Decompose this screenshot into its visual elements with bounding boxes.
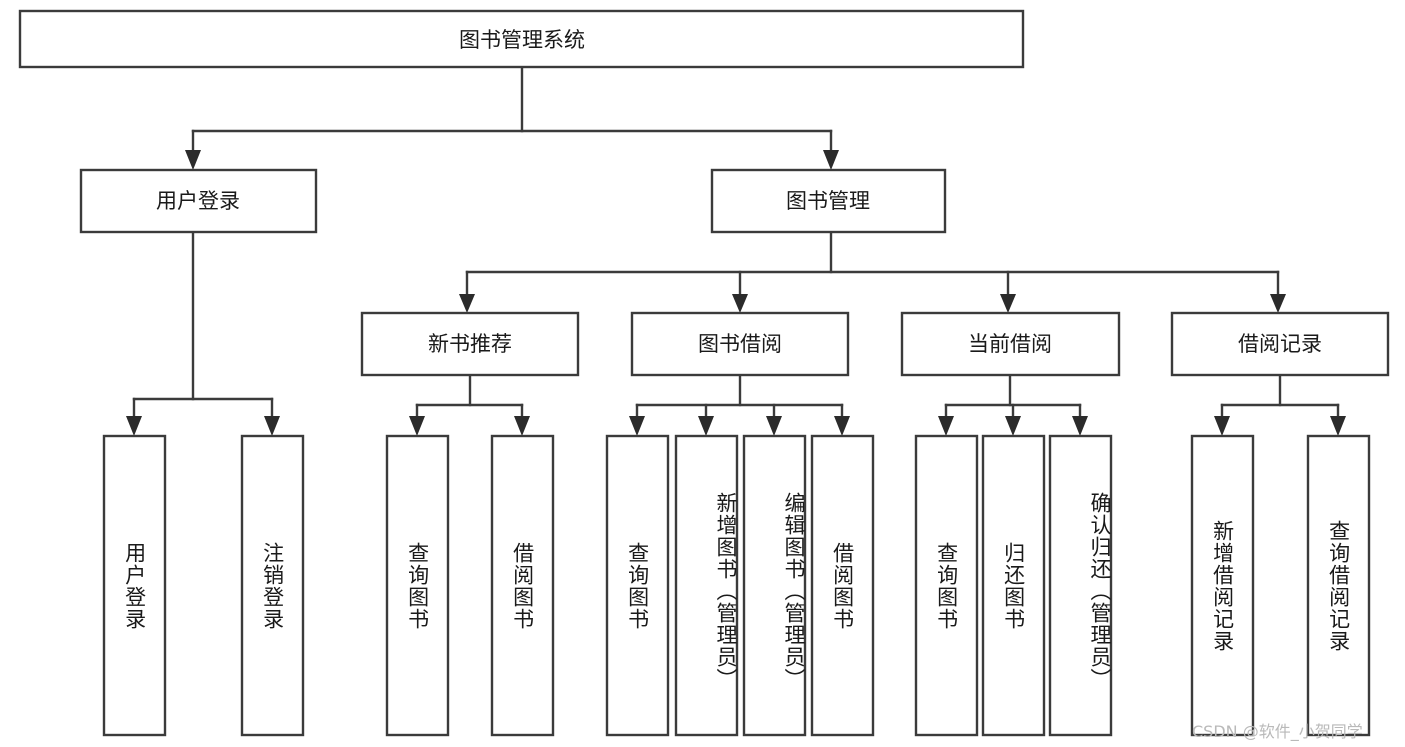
node-root-book-management-system[interactable] [18, 9, 1025, 69]
arrowhead-leaf-borrow-book-1 [514, 416, 530, 436]
arrowhead-leaf-query-book-3 [938, 416, 954, 436]
arrowhead-book-borrow [732, 294, 748, 313]
arrowhead-leaf-query-book-2 [629, 416, 645, 436]
leaf-box-logout[interactable] [240, 434, 305, 737]
arrowhead-book-manage [823, 150, 839, 170]
node-book-borrow-label: 图书借阅 [698, 332, 782, 356]
arrowhead-leaf-add-record [1214, 416, 1230, 436]
connector-group-new-book-leaves [409, 373, 530, 436]
node-new-book-recommend-label: 新书推荐 [428, 332, 512, 356]
arrowhead-leaf-borrow-book-2 [834, 416, 850, 436]
node-borrow-record-label: 借阅记录 [1238, 332, 1322, 356]
connector-group-root-to-level1 [185, 65, 839, 170]
connector-group-book-manage-to-level2 [459, 230, 1286, 313]
arrowhead-leaf-edit-book [766, 416, 782, 436]
node-new-book-recommend[interactable] [360, 311, 580, 377]
csdn-watermark: CSDN @软件_小贺同学 [1192, 722, 1363, 741]
arrowhead-current-borrow [1000, 294, 1016, 313]
leaf-box-return-book[interactable] [981, 434, 1046, 737]
node-current-borrow[interactable] [900, 311, 1121, 377]
arrowhead-leaf-add-book [698, 416, 714, 436]
node-book-borrow[interactable] [630, 311, 850, 377]
node-user-login[interactable] [79, 168, 318, 234]
node-book-management-label: 图书管理 [786, 189, 870, 213]
leaf-box-borrow-book-2[interactable] [810, 434, 875, 737]
connector-group-borrow-record-leaves [1214, 373, 1346, 436]
node-book-management[interactable] [710, 168, 947, 234]
leaf-box-query-book-2[interactable] [605, 434, 670, 737]
arrowhead-leaf-return-book [1005, 416, 1021, 436]
arrowhead-leaf-query-record [1330, 416, 1346, 436]
leaf-box-query-book-1[interactable] [385, 434, 450, 737]
arrowhead-leaf-confirm-return [1072, 416, 1088, 436]
leaf-box-user-login[interactable] [102, 434, 167, 737]
arrowhead-user-login [185, 150, 201, 170]
node-root-label: 图书管理系统 [459, 28, 585, 52]
node-user-login-label: 用户登录 [156, 189, 240, 213]
arrowhead-new-book [459, 294, 475, 313]
leaf-box-query-record[interactable] [1306, 434, 1371, 737]
connector-group-book-borrow-leaves [629, 373, 850, 436]
arrowhead-leaf-logout [264, 416, 280, 436]
leaf-box-borrow-book-1[interactable] [490, 434, 555, 737]
leaf-box-query-book-3[interactable] [914, 434, 979, 737]
arrowhead-leaf-query-book-1 [409, 416, 425, 436]
arrowhead-borrow-record [1270, 294, 1286, 313]
node-current-borrow-label: 当前借阅 [968, 332, 1052, 356]
leaf-box-edit-book[interactable] [742, 434, 807, 737]
leaf-box-confirm-return[interactable] [1048, 434, 1113, 737]
arrowhead-leaf-user-login [126, 416, 142, 436]
connector-group-user-login-leaves [126, 230, 280, 436]
leaf-box-add-book[interactable] [674, 434, 739, 737]
connector-group-current-borrow-leaves [938, 373, 1088, 436]
leaf-box-add-record[interactable] [1190, 434, 1255, 737]
node-borrow-record[interactable] [1170, 311, 1390, 377]
